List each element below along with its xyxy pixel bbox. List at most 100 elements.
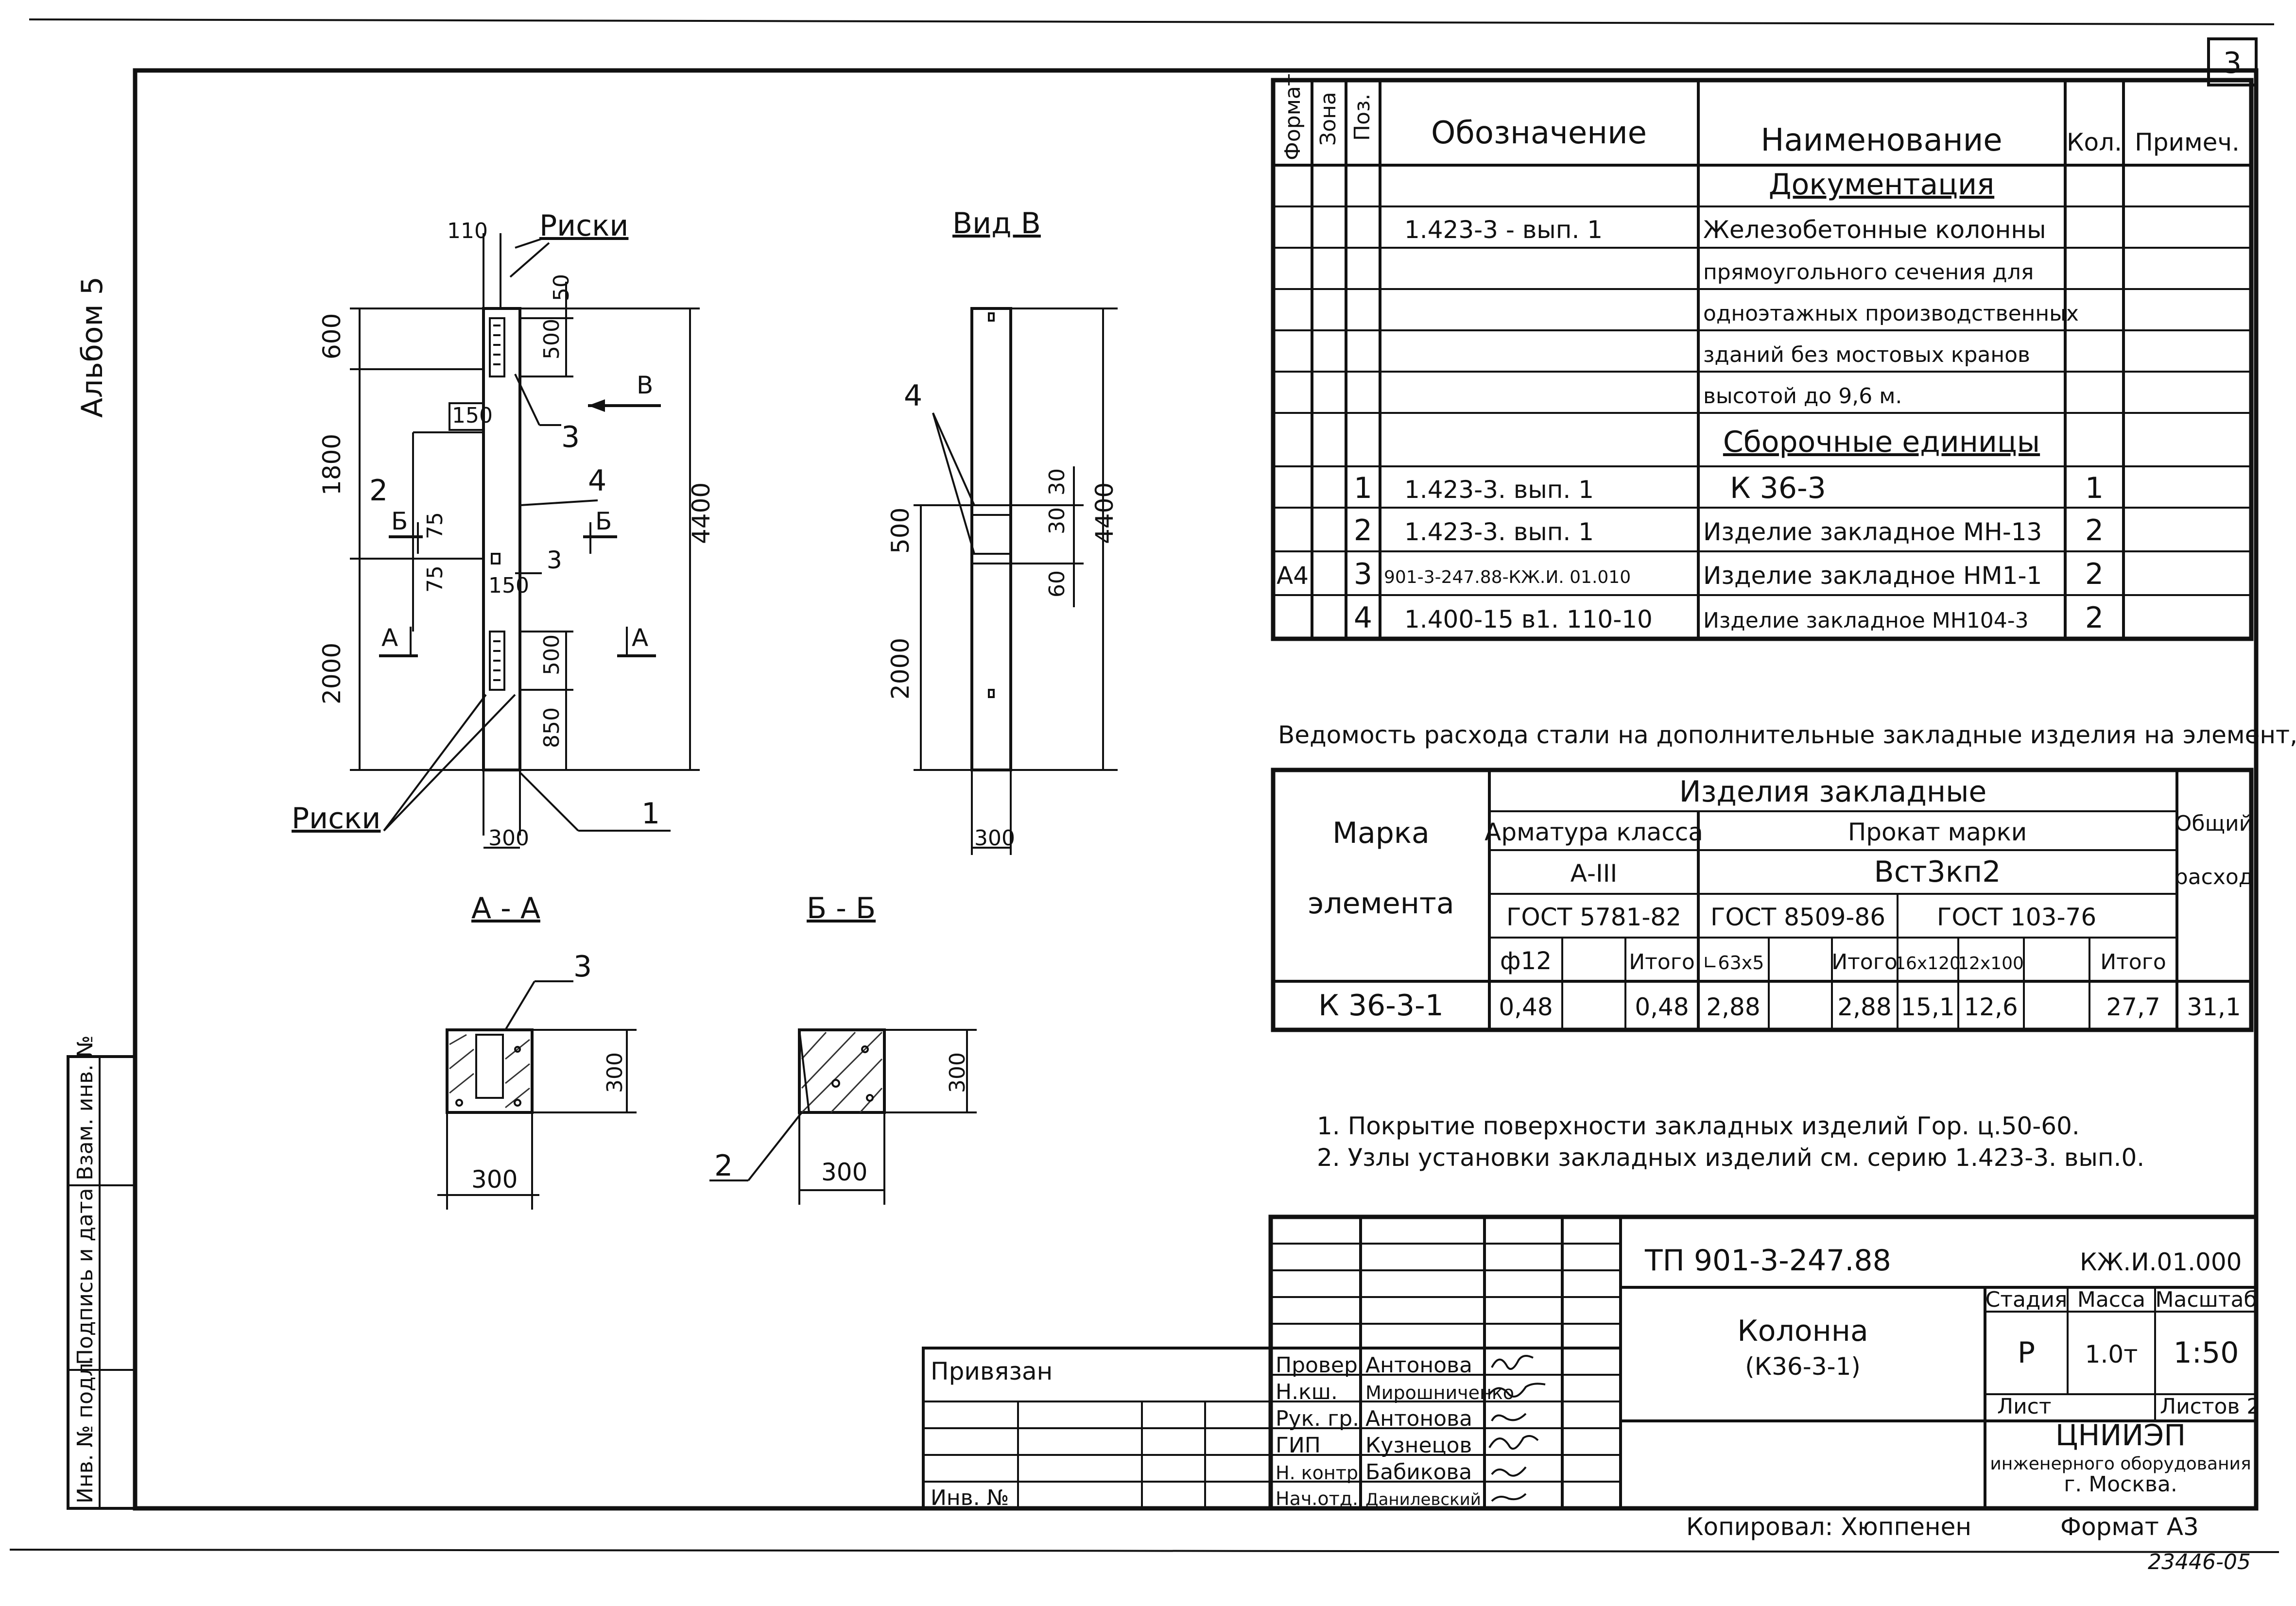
steel-gost-2: ГОСТ 8509-86 bbox=[1710, 903, 1885, 931]
section-bb-title: Б - Б bbox=[807, 891, 876, 925]
page-number: 3 bbox=[2223, 46, 2242, 80]
pos-2: 2 bbox=[369, 474, 388, 508]
pos-4: 4 bbox=[588, 464, 606, 498]
steel-table-caption: Ведомость расхода стали на дополнительны… bbox=[1278, 721, 2296, 749]
spec-header-format: Формат bbox=[1280, 73, 1305, 160]
steel-row-value: 0,48 bbox=[1635, 993, 1689, 1021]
strip-replaced-inv: Взам. инв. № bbox=[73, 1035, 98, 1180]
signature-name: Кузнецов bbox=[1365, 1433, 1472, 1458]
steel-col-header: 12x100 bbox=[1958, 954, 2024, 974]
dim-300-elevation: 300 bbox=[488, 826, 529, 851]
steel-col-header: Итого bbox=[1831, 950, 1898, 974]
spec-header-note: Примеч. bbox=[2135, 128, 2240, 156]
pos-1: 1 bbox=[641, 797, 660, 831]
signature-scribble bbox=[1491, 1466, 1527, 1477]
spec-row-designation: 1.400-15 в1. 110-10 bbox=[1404, 605, 1653, 633]
table-row: К 36-3-1 0,48 0,48 2,88 2,88 15,1 12,6 2… bbox=[1318, 989, 2241, 1023]
steel-mark-header-1: Марка bbox=[1332, 816, 1430, 850]
privyazan-label: Привязан bbox=[931, 1357, 1053, 1385]
strip-inv-no: Инв. № подл. bbox=[73, 1356, 98, 1503]
cut-b-left: Б bbox=[391, 507, 408, 535]
note-1: 1. Покрытие поверхности закладных издели… bbox=[1317, 1112, 2080, 1140]
spec-doc-name-4: зданий без мостовых кранов bbox=[1703, 342, 2030, 367]
sheet-bottom-edge bbox=[9, 1549, 2279, 1553]
spec-row: 2 1.423-3. вып. 1 Изделие закладное МН-1… bbox=[1354, 513, 2104, 547]
view-b-dim-300: 300 bbox=[974, 826, 1015, 851]
signature-scribble bbox=[1491, 1493, 1527, 1502]
view-b-dim-500: 500 bbox=[886, 508, 915, 554]
dim-150a: 150 bbox=[452, 403, 493, 428]
section-bb-dim-w: 300 bbox=[821, 1158, 867, 1186]
spec-row-pos: 4 bbox=[1354, 601, 1372, 635]
steel-rebar-grade: А-III bbox=[1571, 859, 1617, 888]
signature-name: Антонова bbox=[1365, 1353, 1472, 1378]
steel-row-value: 15,1 bbox=[1900, 993, 1954, 1021]
view-b-dim-60: 60 bbox=[1045, 570, 1070, 598]
view-b-dim-30a: 30 bbox=[1045, 468, 1070, 495]
title-stage-header: Стадия bbox=[1985, 1287, 2068, 1312]
dim-2000: 2000 bbox=[318, 643, 346, 704]
steel-col-header: 16x120 bbox=[1895, 954, 1961, 974]
spec-header-pos: Поз. bbox=[1350, 94, 1375, 141]
format-label: Формат А3 bbox=[2060, 1513, 2199, 1541]
album-label: Альбом 5 bbox=[75, 276, 109, 418]
signature-role: ГИП bbox=[1276, 1433, 1321, 1458]
dim-850: 850 bbox=[539, 707, 564, 748]
title-sheet-label: Лист bbox=[1997, 1394, 2052, 1419]
dim-500a: 500 bbox=[539, 319, 564, 359]
steel-col-header: ф12 bbox=[1500, 947, 1552, 975]
steel-table: Марка элемента Изделия закладные Общий р… bbox=[1271, 768, 2254, 1032]
spec-row-qty: 2 bbox=[2085, 557, 2104, 591]
section-aa-pos: 3 bbox=[573, 950, 592, 984]
column-elevation: 600 1800 2000 4400 50 500 500 850 110 Ри… bbox=[292, 209, 715, 851]
steel-group-header: Изделия закладные bbox=[1679, 775, 1987, 809]
signature-name: Бабикова bbox=[1365, 1460, 1472, 1485]
spec-row-name: Изделие закладное МН-13 bbox=[1703, 518, 2042, 546]
dim-4400: 4400 bbox=[687, 482, 715, 544]
spec-header-name: Наименование bbox=[1761, 122, 2002, 158]
section-aa-dim-h: 300 bbox=[603, 1052, 627, 1093]
dim-1800: 1800 bbox=[318, 434, 346, 495]
strip-sign-date: Подпись и дата bbox=[73, 1188, 98, 1365]
signature-role: Нач.отд. bbox=[1276, 1488, 1358, 1509]
title-mass: 1.0т bbox=[2085, 1340, 2138, 1368]
steel-row-value: 0,48 bbox=[1499, 993, 1553, 1021]
steel-total-header-2: расход bbox=[2175, 865, 2253, 889]
signature-scribble bbox=[1488, 1435, 1539, 1450]
steel-col-header: ∟63x5 bbox=[1703, 952, 1764, 974]
spec-row-name: Изделие закладное НМ1-1 bbox=[1703, 562, 2042, 590]
title-org-3: г. Москва. bbox=[2064, 1472, 2177, 1497]
title-doc-code: КЖ.И.01.000 bbox=[2080, 1248, 2242, 1276]
steel-row-value: 12,6 bbox=[1964, 993, 2018, 1021]
spec-row-name: К 36-3 bbox=[1730, 471, 1826, 505]
title-org-2: инженерного оборудования bbox=[1990, 1454, 2251, 1474]
title-stage: Р bbox=[2018, 1336, 2035, 1370]
steel-row-mark: К 36-3-1 bbox=[1318, 989, 1444, 1023]
spec-row-format: А4 bbox=[1277, 562, 1309, 590]
spec-doc-name-1: Железобетонные колонны bbox=[1703, 216, 2046, 244]
spec-section-docs: Документация bbox=[1769, 168, 1994, 202]
steel-row-total: 31,1 bbox=[2187, 993, 2241, 1021]
title-scale: 1:50 bbox=[2174, 1336, 2239, 1370]
spec-row-pos: 2 bbox=[1354, 513, 1372, 547]
signature-scribble bbox=[1488, 1383, 1546, 1398]
spec-doc-name-3: одноэтажных производственных bbox=[1703, 301, 2079, 326]
spec-row-designation: 901-3-247.88-КЖ.И. 01.010 bbox=[1384, 567, 1631, 587]
cut-b-right: Б bbox=[595, 507, 612, 535]
spec-row: А4 3 901-3-247.88-КЖ.И. 01.010 Изделие з… bbox=[1277, 557, 2104, 591]
archive-number: 23446-05 bbox=[2148, 1550, 2251, 1574]
signature-role: Рук. гр. bbox=[1276, 1406, 1359, 1431]
signature-scribble bbox=[1491, 1355, 1534, 1370]
dim-75b: 75 bbox=[423, 565, 448, 593]
dim-600: 600 bbox=[318, 313, 346, 359]
spec-row-name: Изделие закладное МН104-3 bbox=[1703, 608, 2029, 633]
section-bb-dim-h: 300 bbox=[945, 1052, 970, 1093]
spec-doc-name-2: прямоугольного сечения для bbox=[1703, 260, 2034, 285]
view-b-pos-4: 4 bbox=[904, 379, 922, 413]
sheet-top-edge bbox=[29, 18, 2275, 25]
title-org-1: ЦНИИЭП bbox=[2055, 1418, 2186, 1452]
signature-name: Данилевский bbox=[1365, 1490, 1481, 1509]
pos-3-top: 3 bbox=[561, 420, 580, 454]
steel-col-header: Итого bbox=[1629, 950, 1695, 974]
